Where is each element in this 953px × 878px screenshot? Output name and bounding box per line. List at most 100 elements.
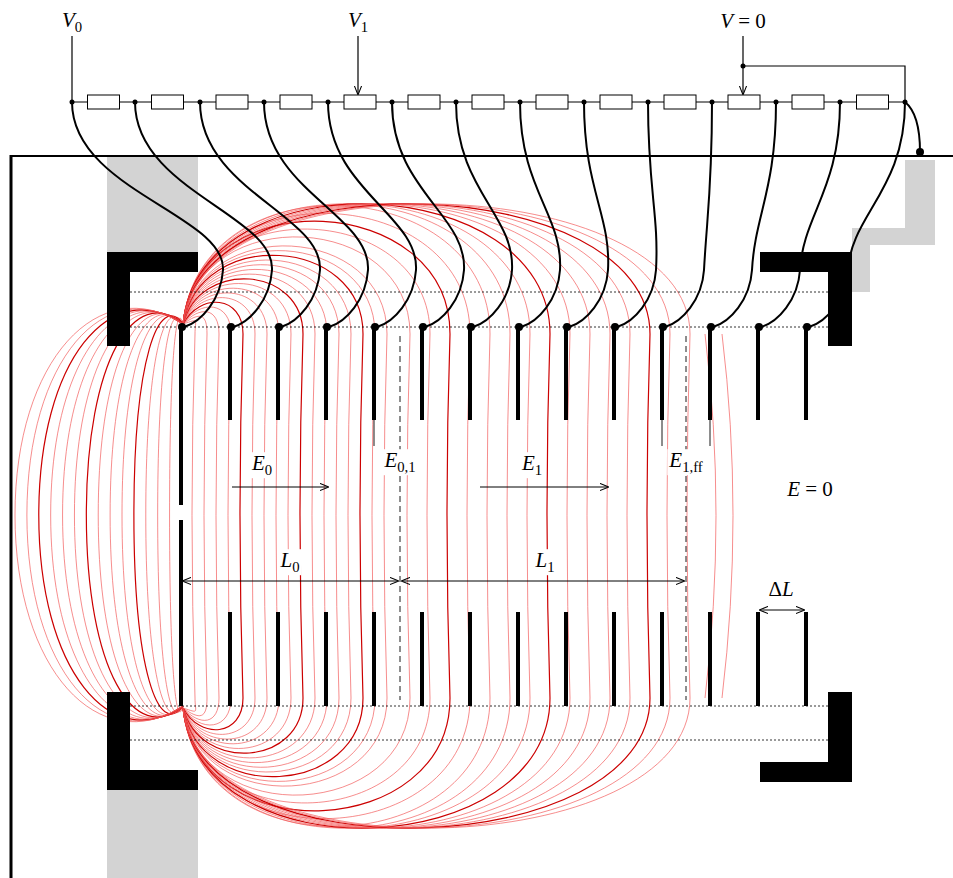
symbol-letter: E xyxy=(384,448,397,472)
ring-electrode xyxy=(612,612,616,706)
chain-node-dot xyxy=(646,100,651,105)
electrode-wire xyxy=(520,102,560,327)
equipotential-line xyxy=(110,315,183,716)
repeller-plate xyxy=(179,520,183,706)
symbol-label: L0 xyxy=(278,549,301,575)
ring-electrode xyxy=(420,330,424,420)
ring-electrode xyxy=(564,330,568,420)
repeller-plate xyxy=(179,327,183,505)
symbol-subscript: 1 xyxy=(547,559,554,575)
symbol-letter: L xyxy=(280,548,292,572)
symbol-equation: = 0 xyxy=(733,9,766,33)
ring-electrode xyxy=(228,612,232,706)
resistor-symbol xyxy=(408,95,440,109)
vacuum-chamber-wall xyxy=(10,155,13,878)
wire-junction-dot xyxy=(755,323,763,331)
chain-node-dot xyxy=(454,100,459,105)
equipotential-line xyxy=(183,221,450,811)
ring-electrode xyxy=(276,612,280,706)
equipotential-lines xyxy=(15,204,733,828)
leader-tick xyxy=(662,420,663,446)
equipotential-line xyxy=(183,204,530,828)
ring-electrode xyxy=(372,612,376,706)
symbol-delta: Δ xyxy=(768,577,782,601)
equipotential-line xyxy=(63,311,183,718)
wire-junction-dot xyxy=(227,323,235,331)
ring-electrode xyxy=(612,330,616,420)
end-cap-electrode xyxy=(828,692,852,782)
chain-node-dot xyxy=(710,100,715,105)
electrode-wire xyxy=(761,102,840,327)
symbol-letter: E xyxy=(787,477,800,501)
equipotential-line xyxy=(183,260,351,772)
equipotential-line xyxy=(183,204,550,828)
ring-electrode xyxy=(516,330,520,420)
ring-electrode xyxy=(420,612,424,706)
ring-electrode xyxy=(468,612,472,706)
equipotential-line xyxy=(183,279,303,753)
equipotential-line xyxy=(146,317,183,714)
equipotential-line xyxy=(183,204,510,828)
leader-tick xyxy=(710,420,711,446)
equipotential-line xyxy=(74,312,183,718)
resistor-symbol xyxy=(280,95,312,109)
symbol-label: E = 0 xyxy=(785,478,835,501)
wire-junction-dot xyxy=(659,323,667,331)
equipotential-line xyxy=(183,206,490,827)
symbol-subscript: 0 xyxy=(265,462,272,478)
ground-wire xyxy=(905,102,920,152)
resistor-symbol xyxy=(152,95,184,109)
dotted-boundary xyxy=(130,740,828,741)
grey-support xyxy=(107,157,198,267)
electrode-wire xyxy=(72,102,223,327)
equipotential-line xyxy=(183,302,243,729)
electrode-wire xyxy=(200,102,320,327)
wire-junction-dot xyxy=(515,323,523,331)
wire-junction-dot xyxy=(563,323,571,331)
equipotential-line xyxy=(183,307,231,725)
resistor-symbol xyxy=(728,95,760,109)
dimension-arrow xyxy=(760,610,804,611)
resistor-symbol xyxy=(344,95,376,109)
symbol-subscript: 1,ff xyxy=(682,459,703,475)
equipotential-line xyxy=(183,204,650,828)
resistor-symbol xyxy=(216,95,248,109)
ring-electrode xyxy=(804,612,808,706)
wire-junction-dot xyxy=(803,323,811,331)
symbol-subscript: 0 xyxy=(75,19,82,35)
equipotential-line xyxy=(183,288,279,744)
equipotential-line xyxy=(183,269,327,762)
chain-node-dot xyxy=(133,100,138,105)
equipotential-line xyxy=(15,308,183,722)
symbol-label: E1,ff xyxy=(667,449,704,475)
end-cap-electrode xyxy=(107,692,130,790)
resistor-symbol xyxy=(472,95,504,109)
ring-electrode xyxy=(804,330,808,420)
electrode-wire xyxy=(569,102,608,327)
equipotential-line xyxy=(183,255,363,776)
chain-node-dot xyxy=(838,100,843,105)
ring-electrode xyxy=(660,330,664,420)
symbol-letter: V xyxy=(348,8,361,32)
electrode-wire xyxy=(713,102,776,327)
ring-electrode xyxy=(228,330,232,420)
wire-junction-dot xyxy=(707,323,715,331)
equipotential-line xyxy=(183,246,387,786)
dimension-arrow xyxy=(402,581,684,582)
vacuum-chamber-wall xyxy=(10,155,953,157)
resistor-symbol xyxy=(664,95,696,109)
resistor-symbol xyxy=(536,95,568,109)
wire-junction-dot xyxy=(275,323,283,331)
region-boundary xyxy=(400,336,401,700)
ring-electrode xyxy=(516,612,520,706)
wire-junction-dot xyxy=(467,323,475,331)
electrode-wire xyxy=(809,102,905,327)
ground-lead xyxy=(743,66,905,102)
equipotential-line xyxy=(86,313,183,717)
equipotential-line xyxy=(183,321,196,711)
dimension-arrow xyxy=(183,581,398,582)
chain-node-dot xyxy=(262,100,267,105)
equipotential-line xyxy=(27,309,183,721)
ring-electrode xyxy=(756,612,760,706)
